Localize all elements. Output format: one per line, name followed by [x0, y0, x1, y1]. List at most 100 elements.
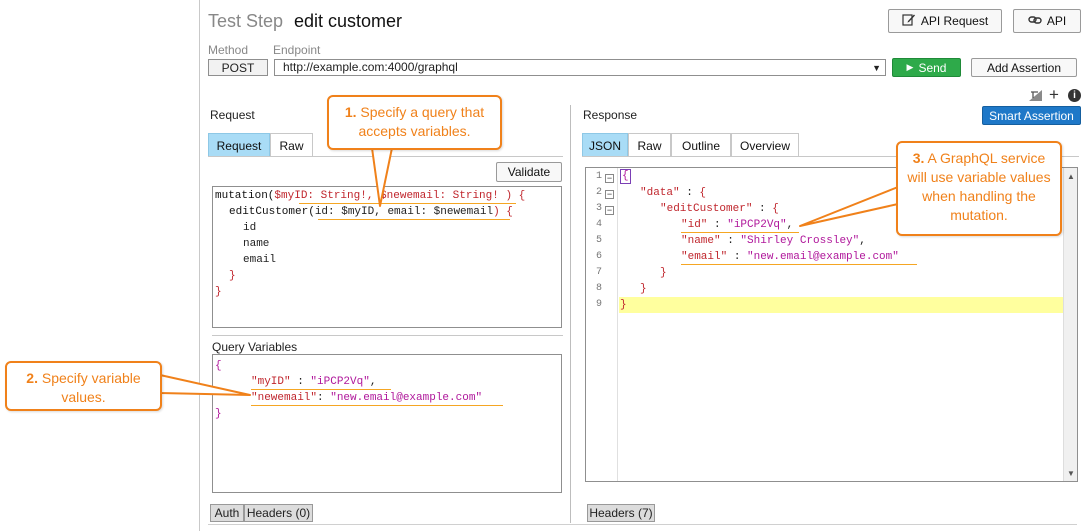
callout-2: 2. Specify variable values.: [5, 361, 162, 411]
query-variables-editor[interactable]: { "myID" : "iPCP2Vq", "newemail": "new.e…: [212, 354, 562, 493]
tab-request-headers[interactable]: Headers (0): [244, 504, 313, 522]
collapse-icon[interactable]: −: [605, 173, 614, 183]
api-request-button[interactable]: API Request: [888, 9, 1002, 33]
bottom-divider: [208, 524, 1077, 525]
smart-assertion-label: Smart Assertion: [989, 108, 1074, 123]
json-line: "data" : {: [640, 187, 707, 199]
callout-3-text: A GraphQL service will use variable valu…: [907, 150, 1051, 223]
json-line: }: [640, 283, 647, 295]
method-select[interactable]: POST: [208, 59, 268, 76]
variables-underline: [299, 203, 516, 204]
json-line: "name" : "Shirley Crossley",: [681, 235, 866, 247]
json-line: "email" : "new.email@example.com": [681, 251, 899, 263]
api-button[interactable]: API: [1013, 9, 1081, 33]
query-line: }: [215, 286, 222, 298]
variables-line: {: [215, 360, 222, 372]
line-number: 2: [595, 187, 602, 198]
request-section-title: Request: [210, 108, 255, 122]
response-tab-underline: [582, 156, 1079, 157]
tab-raw[interactable]: Raw: [270, 133, 313, 157]
callout-1-number: 1.: [344, 104, 357, 120]
method-value: POST: [221, 60, 255, 75]
line-number: 1: [595, 171, 602, 182]
validate-label: Validate: [507, 165, 551, 179]
smart-assertion-button[interactable]: Smart Assertion: [982, 106, 1081, 125]
query-variables-label: Query Variables: [212, 340, 298, 354]
tab-request[interactable]: Request: [208, 133, 270, 157]
line-number: 9: [595, 299, 602, 310]
callout-2-number: 2.: [26, 370, 38, 386]
method-label: Method: [208, 43, 249, 57]
collapse-icon[interactable]: −: [605, 205, 614, 215]
vertical-scrollbar[interactable]: ▲ ▼: [1063, 168, 1077, 481]
query-variables-divider: [212, 335, 563, 336]
variables-line: }: [215, 408, 222, 420]
line-gutter: [586, 168, 618, 481]
query-line: name: [243, 238, 270, 250]
query-editor[interactable]: mutation($myID: String!, $newemail: Stri…: [212, 186, 562, 328]
add-assertion-button[interactable]: Add Assertion: [971, 58, 1077, 77]
tab-json[interactable]: JSON: [582, 133, 628, 157]
tab-auth[interactable]: Auth: [210, 504, 244, 522]
dropdown-arrow-icon[interactable]: ▼: [872, 63, 881, 73]
response-section-title: Response: [583, 108, 638, 122]
tab-outline[interactable]: Outline: [671, 133, 731, 157]
panel-splitter[interactable]: [570, 105, 571, 523]
tab-response-headers[interactable]: Headers (7): [587, 504, 655, 522]
myid-underline: [251, 389, 391, 390]
query-line: id: [243, 222, 257, 234]
step-name[interactable]: edit customer: [294, 11, 403, 31]
api-label: API: [1046, 14, 1067, 28]
scroll-down-icon[interactable]: ▼: [1067, 469, 1075, 478]
json-line: "editCustomer" : {: [660, 203, 779, 215]
callout-2-text: Specify variable values.: [37, 370, 141, 405]
callout-2-pointer: [159, 374, 251, 396]
query-line: editCustomer(id: $myID, email: $newemail…: [229, 206, 513, 218]
line-number: 8: [595, 283, 602, 294]
scroll-up-icon[interactable]: ▲: [1067, 172, 1075, 181]
format-icon[interactable]: [1028, 89, 1043, 105]
current-line-highlight: [619, 297, 1063, 313]
line-number: 7: [595, 267, 602, 278]
email-underline: [681, 264, 917, 265]
endpoint-value: http://example.com:4000/graphql: [283, 60, 458, 74]
json-line: "id" : "iPCP2Vq",: [681, 219, 794, 231]
line-number: 6: [595, 251, 602, 262]
query-line: }: [229, 270, 236, 282]
add-assertion-label: Add Assertion: [986, 60, 1062, 75]
send-button[interactable]: ▶ Send: [892, 58, 961, 77]
query-line: email: [243, 254, 277, 266]
arguments-underline: [318, 219, 510, 220]
step-label: Test Step: [208, 11, 284, 31]
query-line: mutation($myID: String!, $newemail: Stri…: [215, 190, 526, 202]
api-request-label: API Request: [920, 14, 989, 28]
callout-3: 3. A GraphQL service will use variable v…: [896, 141, 1062, 236]
id-underline: [681, 232, 799, 233]
variables-line: "newemail": "new.email@example.com": [251, 392, 483, 404]
validate-button[interactable]: Validate: [496, 162, 562, 182]
endpoint-label: Endpoint: [273, 43, 321, 57]
newemail-underline: [251, 405, 503, 406]
edit-icon: [902, 13, 916, 29]
line-number: 3: [595, 203, 602, 214]
send-label: Send: [918, 60, 947, 75]
play-icon: ▶: [906, 62, 914, 72]
collapse-icon[interactable]: −: [605, 189, 614, 199]
json-line: }: [620, 299, 627, 311]
line-number: 5: [595, 235, 602, 246]
tab-response-raw[interactable]: Raw: [628, 133, 671, 157]
callout-1: 1. Specify a query that accepts variable…: [327, 95, 502, 150]
info-icon[interactable]: i: [1068, 89, 1081, 102]
link-icon: [1028, 14, 1042, 29]
endpoint-input[interactable]: http://example.com:4000/graphql ▼: [274, 59, 886, 76]
callout-1-text: Specify a query that accepts variables.: [356, 104, 485, 139]
variables-line: "myID" : "iPCP2Vq",: [251, 376, 377, 388]
callout-1-pointer: [371, 147, 393, 207]
json-line: }: [660, 267, 667, 279]
json-line: {: [620, 169, 631, 184]
plus-icon[interactable]: +: [1049, 85, 1059, 104]
tab-overview[interactable]: Overview: [731, 133, 799, 157]
line-number: 4: [595, 219, 602, 230]
callout-3-pointer: [799, 186, 899, 227]
